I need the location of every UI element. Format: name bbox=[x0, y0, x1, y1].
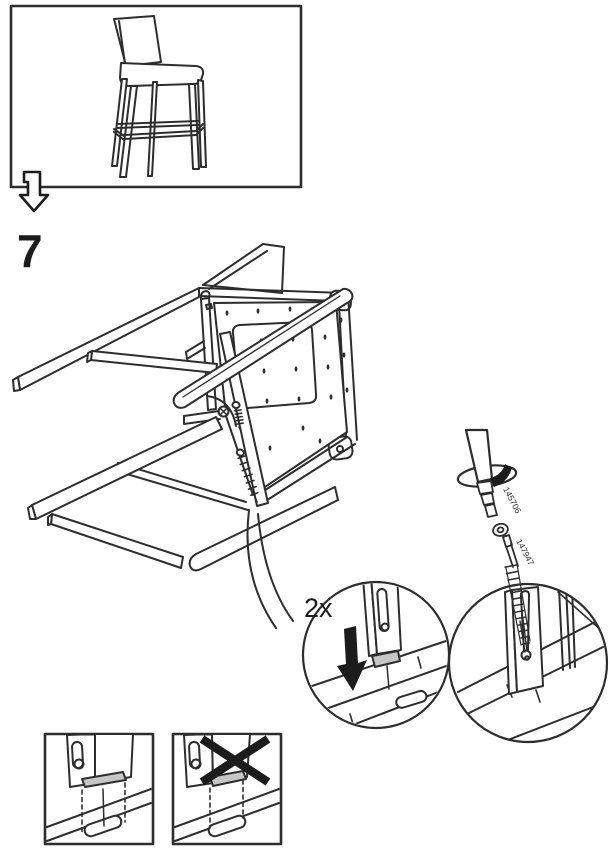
detail-box-correct bbox=[43, 732, 155, 846]
stool-backrest bbox=[113, 15, 162, 67]
stool-back-stretcher bbox=[116, 120, 199, 129]
callout-leader-line bbox=[246, 509, 277, 629]
foot-pad bbox=[81, 771, 127, 788]
floor-slot bbox=[83, 814, 123, 838]
corner-bracket bbox=[206, 395, 237, 427]
screw-hardware bbox=[492, 522, 531, 646]
front-leg-right-thick bbox=[172, 287, 354, 409]
floor-slot bbox=[207, 814, 247, 838]
pocket-screw bbox=[231, 400, 244, 432]
x-cross-icon bbox=[199, 735, 271, 786]
screw-threads bbox=[504, 564, 531, 646]
flip-down-arrow-icon bbox=[18, 170, 50, 213]
callout-circle-right bbox=[447, 582, 609, 744]
seat-bottom-rail bbox=[255, 436, 356, 505]
bar-stool-thumbnail bbox=[111, 15, 207, 178]
stool-seat bbox=[119, 62, 205, 87]
floor-slot bbox=[395, 689, 428, 709]
detail-box-incorrect bbox=[171, 732, 283, 846]
quantity-label: 2x bbox=[304, 593, 333, 623]
back-leg-lower-thick bbox=[188, 486, 339, 572]
callout-leader-line bbox=[257, 513, 294, 622]
stool-front-stretcher bbox=[123, 130, 197, 140]
main-illustration-inverted-stool bbox=[12, 243, 358, 629]
foot-pad bbox=[371, 650, 401, 668]
foot-pad bbox=[209, 770, 247, 787]
press-down-arrow-icon bbox=[337, 626, 367, 691]
pad-pin-line bbox=[102, 788, 105, 827]
screwdriver-bit bbox=[476, 480, 498, 518]
rotation-arrow-icon bbox=[490, 464, 512, 487]
callout-circle-left bbox=[301, 580, 451, 730]
step-number: 7 bbox=[17, 225, 43, 277]
product-thumbnail-box bbox=[9, 4, 303, 189]
pocket-screw bbox=[235, 448, 259, 503]
